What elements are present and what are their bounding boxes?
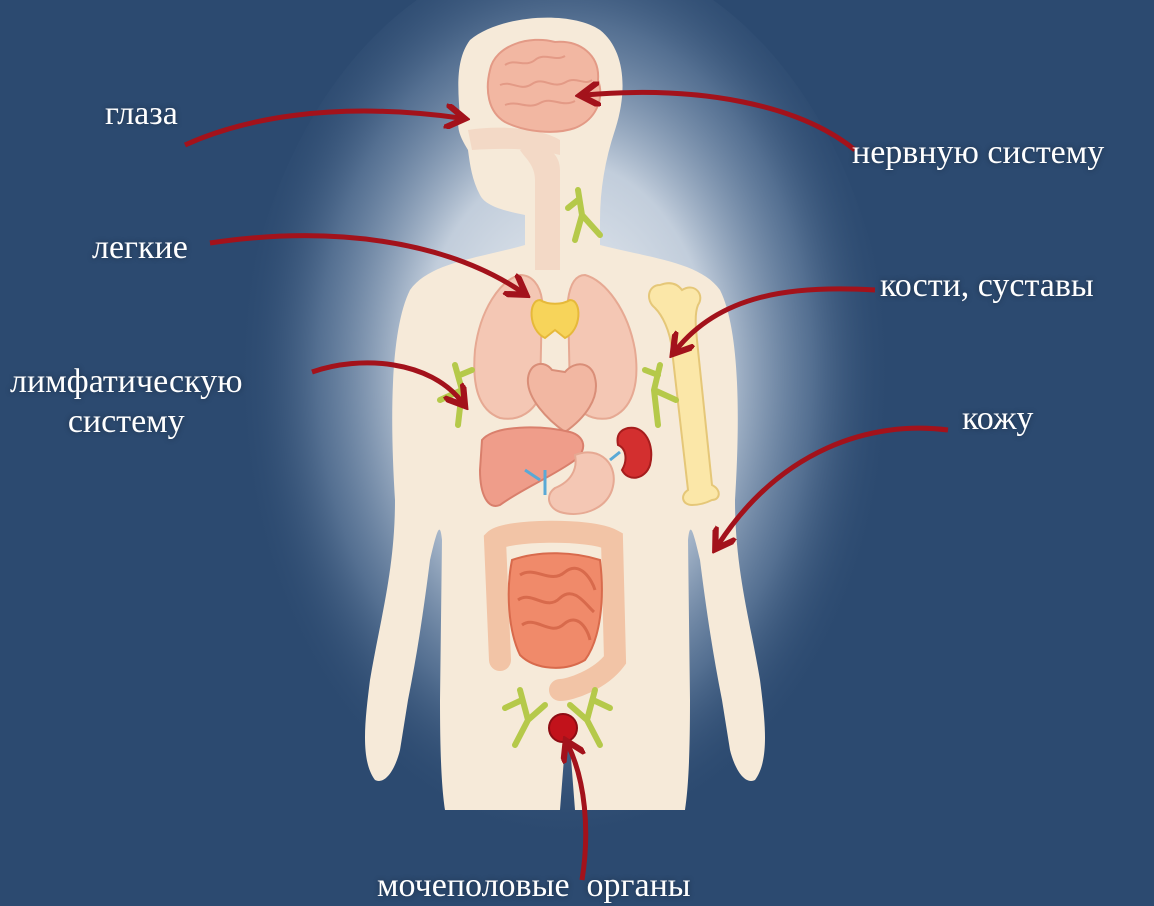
- label-bones-joints: кости, суставы: [880, 266, 1094, 306]
- label-nervous-system: нервную систему: [852, 133, 1104, 173]
- label-lungs: легкие: [92, 228, 188, 268]
- label-eyes: глаза: [105, 94, 178, 134]
- label-lymphatic-line2: систему: [10, 402, 243, 442]
- bladder: [549, 714, 577, 742]
- label-lymphatic-line1: лимфатическую: [10, 362, 243, 402]
- label-lymphatic: лимфатическую систему: [10, 362, 243, 442]
- label-urogenital: мочеполовые органы: [377, 866, 691, 906]
- brain: [488, 40, 600, 132]
- label-skin: кожу: [962, 399, 1033, 439]
- small-intestine: [509, 553, 602, 668]
